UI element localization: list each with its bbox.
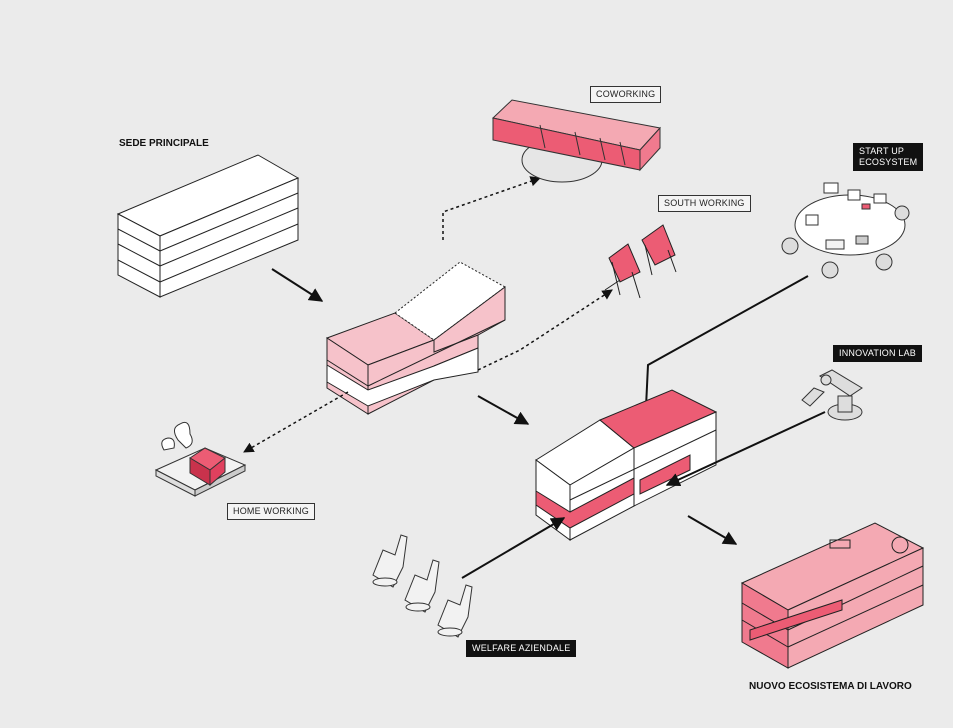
dotted-arrow-to-home-working (243, 391, 349, 453)
innovation-lab-label: INNOVATION LAB (833, 345, 922, 362)
arrow-welfare-to-target (461, 517, 566, 579)
sede-principale-heading: SEDE PRINCIPALE (119, 138, 209, 149)
south-working-chairs-illustration (604, 224, 677, 299)
arrow-sede-to-center (271, 268, 324, 302)
coworking-label: COWORKING (590, 86, 662, 103)
arrow-innovation-lab-to-target (665, 411, 826, 487)
home-working-label: HOME WORKING (227, 503, 315, 520)
center-building (325, 261, 506, 415)
start-up-ecosystem-illustration (781, 182, 910, 279)
coworking-space-illustration (491, 99, 661, 183)
welfare-aziendale-illustration (372, 534, 473, 638)
start-up-ecosystem-label: START UP ECOSYSTEM (853, 143, 924, 171)
dotted-arrow-to-coworking (442, 176, 541, 240)
start-up-line2: ECOSYSTEM (859, 157, 918, 167)
home-working-illustration (154, 421, 247, 497)
target-building (535, 389, 718, 541)
innovation-lab-illustration (801, 369, 863, 421)
nuovo-ecosistema-heading: NUOVO ECOSISTEMA DI LAVORO (749, 681, 912, 692)
sede-principale-building (116, 154, 300, 298)
welfare-aziendale-label: WELFARE AZIENDALE (466, 640, 577, 657)
start-up-line1: START UP (859, 146, 905, 156)
nuovo-ecosistema-building (740, 522, 925, 669)
south-working-label: SOUTH WORKING (658, 195, 751, 212)
arrow-target-to-final (687, 515, 738, 545)
arrow-center-to-target (477, 395, 530, 425)
